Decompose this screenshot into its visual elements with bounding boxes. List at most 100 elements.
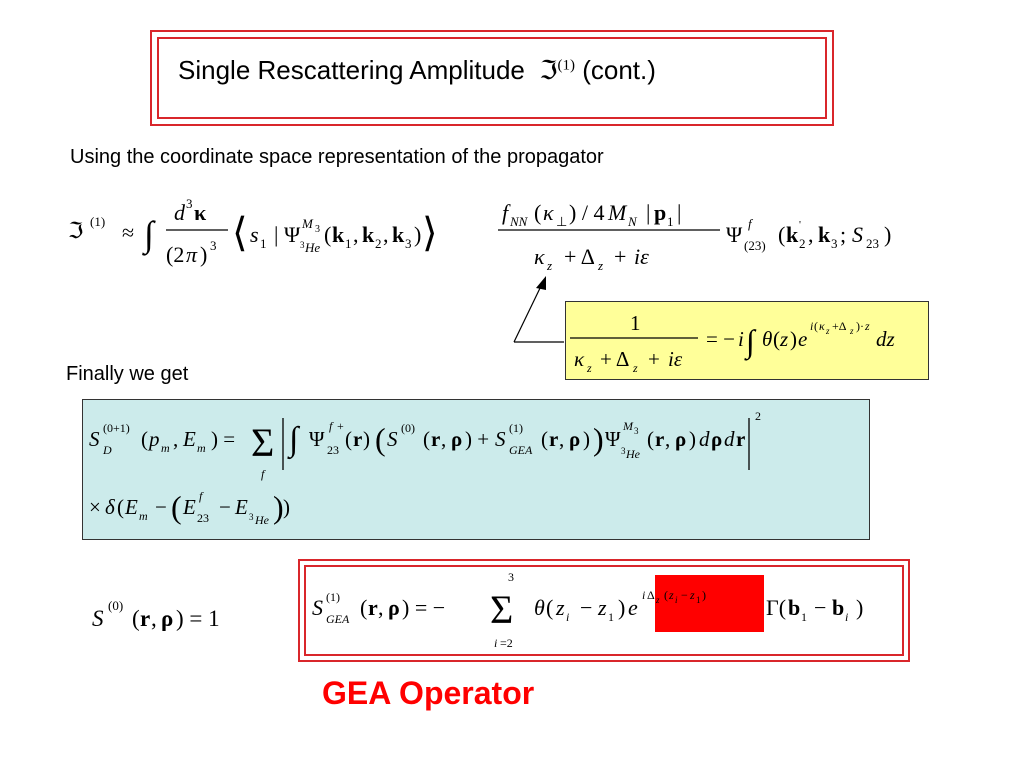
svg-text:(: ( <box>778 222 785 247</box>
svg-text:3: 3 <box>210 238 217 253</box>
amp-symbol: ℑ <box>68 218 83 243</box>
svg-text:(0+1): (0+1) <box>103 421 130 435</box>
svg-text:S: S <box>495 427 506 451</box>
svg-text:He: He <box>254 513 270 527</box>
svg-text:k: k <box>332 222 345 247</box>
svg-text:GEA: GEA <box>326 612 350 626</box>
svg-text:3: 3 <box>186 196 193 211</box>
svg-text:z: z <box>632 361 638 375</box>
cross-section-box: S (0+1) D ( p m , E m ) = Σ f ∫ Ψ f + 23… <box>82 399 870 540</box>
finally-text: Finally we get <box>66 363 189 385</box>
svg-text:∫: ∫ <box>287 421 301 460</box>
svg-text:+ Δ: + Δ <box>600 347 629 371</box>
svg-text:i: i <box>675 595 678 605</box>
title-frame-inner <box>157 37 827 119</box>
cross-section-equation: S (0+1) D ( p m , E m ) = Σ f ∫ Ψ f + 23… <box>89 409 761 527</box>
gea-operator-box <box>298 559 910 662</box>
svg-text:He: He <box>625 447 641 461</box>
svg-text:): ) <box>414 222 421 247</box>
svg-text:κ: κ <box>194 200 207 225</box>
svg-text:(: ( <box>647 427 654 451</box>
svg-text:z: z <box>655 595 660 605</box>
svg-text:M: M <box>301 216 314 231</box>
svg-text:): ) <box>593 421 604 457</box>
svg-text:E: E <box>124 495 138 519</box>
svg-text:;: ; <box>840 222 846 247</box>
svg-text:(23): (23) <box>744 238 766 253</box>
gea-equation: S (1) GEA ( r , ρ ) = − 3 Σ i =2 θ ( z i… <box>312 570 863 650</box>
svg-text:1: 1 <box>667 214 674 229</box>
svg-text:s: s <box>250 222 259 247</box>
svg-text:,: , <box>808 222 814 247</box>
svg-text:−: − <box>580 595 592 620</box>
svg-text:r: r <box>431 427 440 451</box>
svg-text:,: , <box>441 427 446 451</box>
svg-text:+Δ: +Δ <box>832 319 847 333</box>
svg-text:δ: δ <box>105 495 116 519</box>
svg-text:1: 1 <box>608 610 614 624</box>
svg-text:1: 1 <box>696 595 701 605</box>
svg-text:−: − <box>814 595 826 620</box>
svg-text:Ψ: Ψ <box>726 222 743 247</box>
svg-text:i: i <box>566 610 569 624</box>
svg-text:|: | <box>646 200 650 225</box>
svg-text:r: r <box>368 595 378 620</box>
svg-text:f: f <box>748 216 754 231</box>
svg-text:23: 23 <box>197 511 209 525</box>
svg-text:e: e <box>798 327 807 351</box>
svg-text:) = 1: ) = 1 <box>176 606 220 631</box>
svg-text:m: m <box>161 441 170 455</box>
svg-text:): ) <box>583 427 590 451</box>
svg-text:': ' <box>799 219 801 231</box>
svg-text:d: d <box>174 200 186 225</box>
svg-text:r: r <box>140 606 150 631</box>
title-text: Single Rescattering Amplitude <box>178 55 525 85</box>
svg-text:|: | <box>274 222 278 247</box>
svg-text:⊥: ⊥ <box>556 214 567 229</box>
svg-text:m: m <box>197 441 206 455</box>
amplitude-equation: ℑ (1) ≈ ∫ d 3 κ (2 π ) 3 ⟨ s 1 | Ψ M 3 3… <box>68 196 891 273</box>
svg-text:Ψ: Ψ <box>605 427 621 451</box>
svg-text:∫: ∫ <box>744 323 757 361</box>
svg-text:) = −: ) = − <box>402 595 445 620</box>
slide-title: Single Rescattering Amplitude ℑ(1) (cont… <box>178 55 656 86</box>
svg-text:≈: ≈ <box>122 220 134 245</box>
svg-text:3: 3 <box>508 570 514 584</box>
svg-text:k: k <box>392 222 405 247</box>
svg-text:κ: κ <box>819 319 825 333</box>
svg-text:2: 2 <box>799 236 806 251</box>
svg-text:(: ( <box>132 606 140 631</box>
svg-text:23: 23 <box>327 443 339 457</box>
svg-text:,: , <box>665 427 670 451</box>
svg-text:e: e <box>628 595 638 620</box>
svg-text:(0): (0) <box>401 421 415 435</box>
svg-text:r: r <box>736 427 745 451</box>
svg-text:i: i <box>738 327 744 351</box>
svg-text:): ) <box>884 222 891 247</box>
svg-text:Σ: Σ <box>251 420 274 465</box>
svg-text:D: D <box>102 443 112 457</box>
svg-text:|: | <box>677 200 681 225</box>
svg-text:r: r <box>549 427 558 451</box>
svg-text:+ Δ: + Δ <box>564 244 595 269</box>
svg-text:3: 3 <box>405 236 412 251</box>
svg-text:b: b <box>832 595 844 620</box>
svg-text:M: M <box>622 419 634 433</box>
svg-text:,: , <box>383 222 389 247</box>
title-superscript: (1) <box>557 57 575 74</box>
svg-text:ρ: ρ <box>451 427 462 451</box>
propagator-box: 1 κ z + Δ z + iε = − i ∫ θ ( z ) e i ( κ… <box>565 301 929 380</box>
title-suffix: (cont.) <box>582 55 656 85</box>
svg-text:Ψ: Ψ <box>309 427 325 451</box>
svg-text:p: p <box>654 200 666 225</box>
svg-text:⟩: ⟩ <box>422 210 438 255</box>
svg-text:r: r <box>353 427 362 451</box>
svg-text:+: + <box>648 347 660 371</box>
svg-text:dz: dz <box>876 327 895 351</box>
svg-text:z: z <box>555 595 565 620</box>
svg-text:k: k <box>362 222 375 247</box>
svg-text:) +: ) + <box>465 427 489 451</box>
svg-text:GEA: GEA <box>509 443 533 457</box>
svg-text:i: i <box>810 319 813 333</box>
svg-text:2: 2 <box>375 236 382 251</box>
